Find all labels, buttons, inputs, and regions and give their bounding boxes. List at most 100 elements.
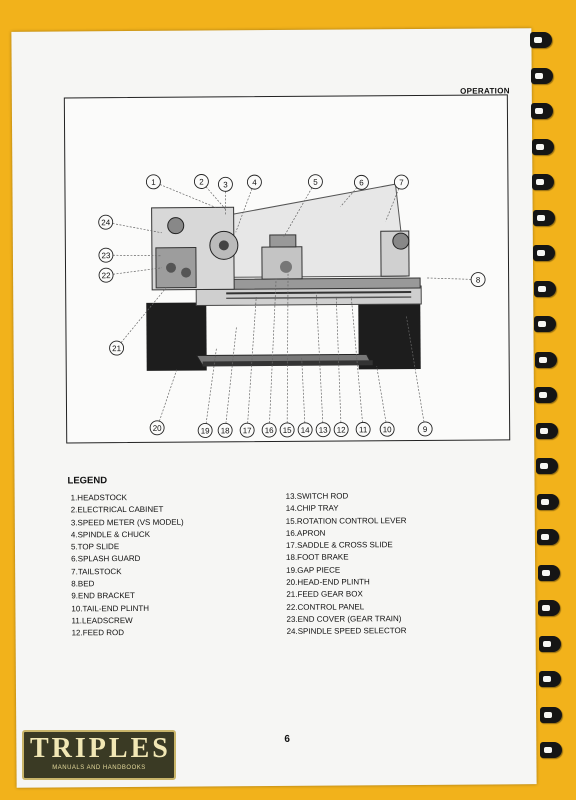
callout-number: 21 [112, 344, 122, 353]
callout-leader-line [283, 181, 316, 238]
legend-item: 17.SADDLE & CROSS SLIDE [285, 540, 393, 551]
callout-leader-line [315, 292, 324, 430]
legend-item: 24.SPINDLE SPEED SELECTOR [286, 626, 407, 637]
legend-item: 3.SPEED METER (VS MODEL) [70, 517, 184, 528]
binding-coil [534, 351, 557, 368]
triples-logo: TRIPLES MANUALS AND HANDBOOKS [22, 730, 176, 780]
callout-circle [279, 422, 295, 438]
callout-leader-line [426, 277, 479, 280]
callout-leader-line [116, 287, 167, 349]
legend-left-column: 1.HEADSTOCK 2.ELECTRICAL CABINET 3.SPEED… [71, 492, 185, 640]
callout-circle [98, 267, 114, 283]
legend-item: 18.FOOT BRAKE [286, 552, 349, 563]
callout-circle [393, 174, 409, 190]
binding-coil [532, 174, 554, 190]
legend-item: 11.LEADSCREW [71, 615, 133, 626]
callout-leader-line [246, 297, 257, 431]
callout-number: 5 [313, 178, 318, 187]
callout-number: 9 [423, 425, 428, 434]
callout-number: 18 [221, 426, 231, 435]
callout-leader-line [153, 181, 216, 208]
legend-item: 15.ROTATION CONTROL LEVER [285, 515, 407, 526]
callout-number: 16 [265, 426, 275, 435]
callout-number: 19 [201, 426, 211, 435]
legend-item: 1.HEADSTOCK [70, 493, 127, 503]
callout-number: 2 [199, 177, 204, 186]
callout-circle [417, 421, 433, 437]
callout-leader-line [224, 327, 237, 431]
legend-item: 9.END BRACKET [71, 591, 135, 601]
legend-item: 12.FEED ROD [71, 628, 125, 638]
lathe-drawing [146, 183, 422, 371]
callout-number: 8 [476, 276, 481, 285]
legend-item: 20.HEAD-END PLINTH [286, 577, 370, 587]
binding-coil [540, 742, 562, 758]
callout-leader-line [201, 181, 226, 210]
callout-circle [197, 423, 213, 438]
callout-leader-line [286, 271, 289, 430]
callout-circle [297, 422, 313, 438]
legend-item: 2.ELECTRICAL CABINET [70, 505, 164, 515]
callout-number: 12 [337, 425, 347, 434]
callout-number: 7 [399, 178, 404, 187]
legend-item: 7.TAILSTOCK [71, 566, 122, 577]
callout-leader-line [156, 369, 178, 428]
legend-item: 10.TAIL-END PLINTH [71, 603, 150, 614]
callout-number: 13 [319, 426, 329, 435]
callout-circle [307, 174, 323, 190]
page-number: 6 [284, 733, 290, 745]
callout-circle [217, 176, 233, 192]
callout-number: 15 [283, 426, 293, 435]
binding-coil [537, 564, 560, 581]
logo-text: TRIPLES [30, 733, 171, 764]
callout-number: 10 [383, 425, 393, 434]
callout-leader-line [376, 366, 388, 430]
legend-title: LEGEND [67, 475, 108, 487]
callout-leader-line [106, 267, 163, 276]
callout-circle [261, 422, 277, 438]
binding-coil [538, 635, 561, 652]
binding-coil [536, 493, 559, 510]
callout-circle [470, 272, 486, 288]
callout-number: 24 [101, 218, 111, 227]
callout-circle [98, 247, 114, 263]
binding-coil [532, 209, 555, 226]
binding-coil [535, 422, 558, 439]
callout-leader-line [406, 316, 426, 430]
callout-leader-line [105, 254, 162, 257]
callout-number: 20 [153, 424, 163, 433]
binding-coil [534, 316, 556, 332]
logo-subtext: MANUALS AND HANDBOOKS [52, 765, 146, 771]
legend-item: 14.CHIP TRAY [285, 503, 339, 514]
legend-right-column: 13.SWITCH ROD 14.CHIP TRAY 15.ROTATION C… [286, 490, 408, 638]
legend-item: 4.SPINDLE & CHUCK [70, 529, 151, 540]
binding-coil [531, 138, 554, 155]
legend-item: 16.APRON [285, 528, 326, 538]
binding-coil [539, 706, 562, 723]
legend-item: 8.BED [71, 579, 95, 589]
callout-leader-line [335, 296, 342, 430]
binding-coil [530, 67, 553, 84]
binding-coil [537, 529, 559, 545]
callout-circle [353, 174, 369, 190]
legend-item: 23.END COVER (GEAR TRAIN) [286, 614, 402, 624]
legend-item: 13.SWITCH ROD [285, 491, 349, 501]
legend-item: 19.GAP PIECE [286, 565, 341, 575]
binding-coil [539, 671, 561, 687]
callout-circle [145, 174, 161, 190]
callout-leader-line [301, 356, 306, 430]
callout-circle [315, 422, 331, 438]
callout-leader-line [350, 296, 364, 430]
manual-page: OPERATION [11, 28, 537, 788]
callout-number: 3 [223, 180, 228, 189]
callout-leader-line [268, 278, 277, 431]
callout-circle [333, 422, 349, 437]
callout-number: 23 [101, 251, 111, 260]
callout-leader-line [105, 221, 162, 234]
binding-coil [536, 458, 558, 474]
binding-coil [538, 600, 560, 616]
callout-number: 22 [102, 271, 112, 280]
binding-coil [535, 387, 557, 403]
callout-leader-line [235, 182, 255, 233]
